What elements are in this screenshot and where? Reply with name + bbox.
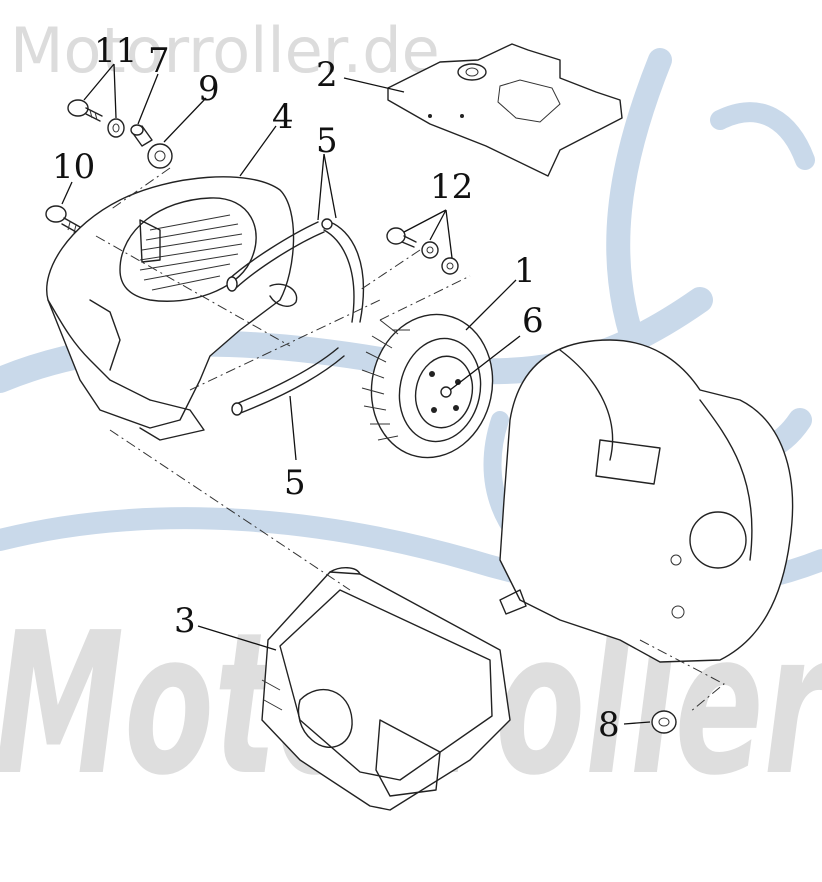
- part-12-bolts-washers: [386, 227, 459, 275]
- callout-10: 10: [52, 147, 95, 187]
- engine-crankcase: [499, 339, 794, 663]
- callout-labels: 11 7 9 10 4 2 5 12 1 6 5 3 8: [52, 31, 620, 745]
- callout-2: 2: [316, 55, 338, 95]
- callout-7: 7: [148, 41, 170, 81]
- part-8-grommet: [651, 710, 677, 734]
- part-1-cooling-fan: [361, 313, 494, 459]
- leader-lines: [61, 63, 651, 725]
- part-5-hose-upper: [226, 218, 365, 323]
- assembly-lines: [95, 167, 725, 713]
- callout-8: 8: [598, 705, 620, 745]
- part-3-cylinder-shroud: [261, 567, 511, 811]
- callout-6: 6: [522, 301, 544, 341]
- callout-9: 9: [198, 69, 220, 109]
- callout-5-upper: 5: [316, 121, 338, 161]
- part-2-heat-shield: [387, 43, 623, 177]
- callout-3: 3: [174, 601, 196, 641]
- callout-1: 1: [514, 251, 536, 291]
- part-5-hose-lower: [231, 347, 345, 416]
- watermark-top-text: Motorroller.de: [10, 14, 440, 87]
- part-11-bolt: [67, 99, 125, 138]
- part-4-fan-cover: [46, 176, 298, 441]
- part-7-spacer: [130, 124, 153, 147]
- part-9-grommet: [147, 143, 173, 169]
- callout-5-lower: 5: [284, 463, 306, 503]
- callout-4: 4: [272, 97, 294, 137]
- callout-11: 11: [94, 31, 137, 71]
- callout-12: 12: [430, 167, 473, 207]
